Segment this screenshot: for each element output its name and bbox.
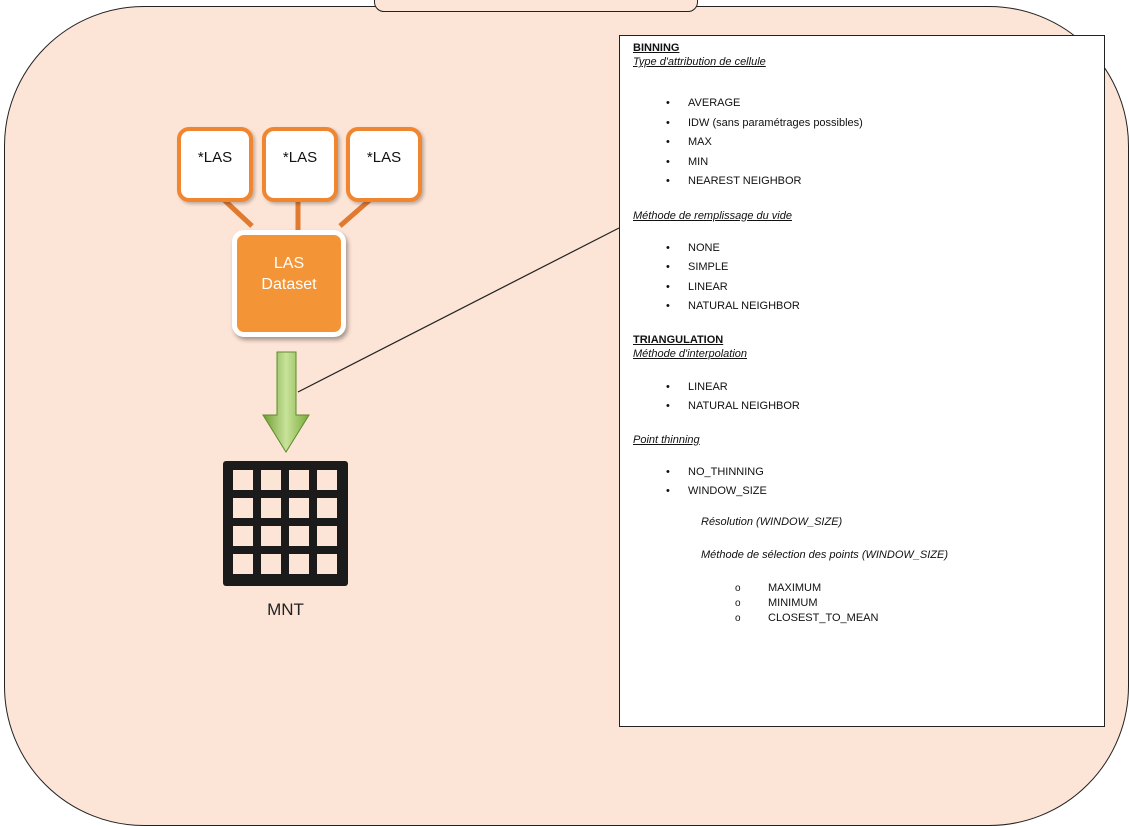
cell-type-heading: Type d'attribution de cellule	[633, 56, 766, 68]
list-item: SIMPLE	[633, 258, 1104, 278]
cell-type-list: AVERAGE IDW (sans paramétrages possibles…	[633, 94, 1104, 192]
mnt-grid-icon	[223, 461, 348, 586]
list-item: AVERAGE	[633, 94, 1104, 114]
las-dataset-box: LAS Dataset	[232, 230, 346, 337]
triangulation-heading: TRIANGULATION	[633, 333, 724, 346]
las-dataset-line1: LAS	[273, 255, 305, 272]
connector-las-3	[338, 196, 374, 228]
info-box: BINNING Type d'attribution de cellule AV…	[619, 35, 1105, 727]
list-item: MAX	[633, 133, 1104, 153]
resolution-label: Résolution (WINDOW_SIZE)	[701, 515, 843, 528]
void-fill-heading: Méthode de remplissage du vide	[633, 209, 792, 222]
binning-heading: BINNING	[633, 42, 680, 54]
interpolation-list: LINEAR NATURAL NEIGHBOR	[633, 378, 1104, 417]
thinning-list: NO_THINNING WINDOW_SIZE	[633, 463, 1104, 502]
callout-line	[297, 227, 620, 393]
list-item: MINIMUM	[633, 596, 1104, 611]
mnt-label: MNT	[267, 600, 304, 619]
list-item: NEAREST NEIGHBOR	[633, 172, 1104, 192]
las-file-box-3: *LAS	[346, 127, 422, 202]
list-item: NO_THINNING	[633, 463, 1104, 483]
list-item: NATURAL NEIGHBOR	[633, 397, 1104, 417]
list-item: CLOSEST_TO_MEAN	[633, 611, 1104, 626]
list-item: IDW (sans paramétrages possibles)	[633, 114, 1104, 134]
point-thinning-heading: Point thinning	[633, 433, 700, 446]
diagram-connectors	[220, 196, 620, 453]
selection-method-label: Méthode de sélection des points (WINDOW_…	[701, 548, 948, 561]
las-file-box-2: *LAS	[262, 127, 338, 202]
list-item: MAXIMUM	[633, 581, 1104, 596]
list-item: LINEAR	[633, 378, 1104, 398]
interpolation-heading: Méthode d'interpolation	[633, 347, 748, 360]
selection-method-list: MAXIMUM MINIMUM CLOSEST_TO_MEAN	[633, 581, 1104, 626]
list-item: NONE	[633, 239, 1104, 259]
las-file-box-1: *LAS	[177, 127, 253, 202]
list-item: MIN	[633, 153, 1104, 173]
arrow-down	[262, 351, 310, 453]
las-dataset-line2: Dataset	[261, 276, 317, 293]
list-item: WINDOW_SIZE	[633, 482, 1104, 502]
void-fill-list: NONE SIMPLE LINEAR NATURAL NEIGHBOR	[633, 239, 1104, 317]
list-item: NATURAL NEIGHBOR	[633, 297, 1104, 317]
list-item: LINEAR	[633, 278, 1104, 298]
connector-las-1	[220, 196, 254, 228]
